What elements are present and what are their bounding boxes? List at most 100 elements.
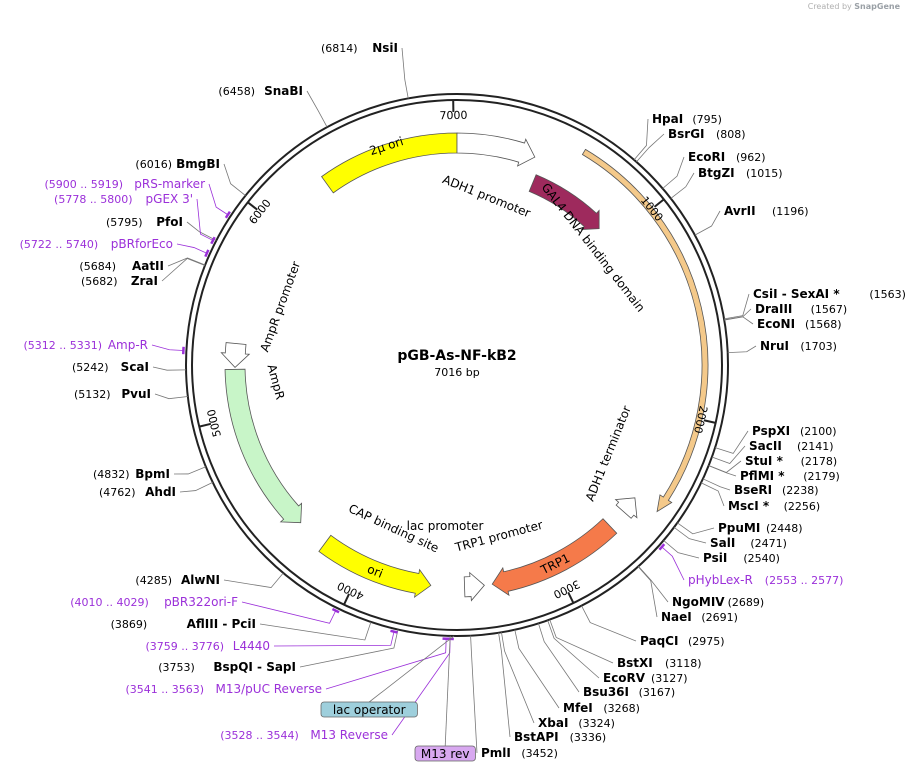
primer-leader (208, 183, 229, 216)
enzyme-sacii: SacII(2141) (749, 439, 834, 453)
trp1-feature (491, 518, 618, 597)
enzyme-leader (259, 621, 372, 641)
enzyme-name: PvuI (121, 387, 151, 401)
enzyme-leader (633, 118, 649, 161)
enzyme-name: MfeI (563, 701, 593, 715)
enzyme-position: (2100) (800, 425, 837, 438)
enzyme-position: (1196) (772, 205, 809, 218)
enzyme-name: SnaBI (264, 84, 303, 98)
gal4-dna-binding-domain-feature (528, 174, 600, 230)
enzyme-name: ZraI (131, 274, 158, 288)
tick-label: 3000 (551, 577, 582, 601)
insert-feature (581, 148, 709, 513)
enzyme-leader (538, 623, 580, 693)
m13-rev-box: M13 rev (414, 745, 476, 762)
enzyme-position: (6458) (218, 85, 255, 98)
enzyme-name: PsiI (703, 551, 727, 565)
enzyme-name: AatII (132, 259, 164, 273)
enzyme-name: AvrII (724, 204, 756, 218)
enzyme-leader (670, 172, 695, 199)
primer-name: pBRforEco (111, 237, 173, 251)
enzyme-position: (5684) (79, 260, 116, 273)
ampr-promoter-label: AmpR promoter (257, 259, 303, 353)
tick-label: 7000 (439, 109, 467, 122)
primer-name: M13 Reverse (310, 728, 388, 742)
primer-amp-r: Amp-R(5312 .. 5331) (23, 338, 148, 352)
enzyme-leader (708, 460, 742, 473)
primer-prs-marker: pRS-marker (5900 .. 5919) (44, 177, 205, 191)
enzyme-pfoi: PfoI(5795) (106, 215, 183, 229)
enzyme-position: (3869) (111, 618, 148, 631)
tick-mark (653, 198, 665, 208)
backbone-outer (185, 93, 729, 637)
enzyme-name: EcoRI (688, 150, 725, 164)
primer-leader (241, 601, 337, 624)
primer-pbr322ori-f: pBR322ori-F(4010 .. 4029) (70, 595, 238, 609)
enzyme-leader (152, 366, 187, 371)
enzyme-btgzi: BtgZI(1015) (698, 166, 783, 180)
primer-name: pGEX 3' (146, 192, 193, 206)
primer-leader (196, 198, 214, 241)
enzyme-leader (549, 619, 614, 664)
enzyme-leader (514, 629, 560, 709)
enzyme-position: (2448) (766, 522, 803, 535)
enzyme-position: (3336) (570, 731, 607, 744)
enzyme-leader (636, 133, 665, 163)
enzyme-position: (962) (736, 151, 766, 164)
primer-name: Amp-R (108, 338, 148, 352)
primer-name: pRS-marker (134, 177, 205, 191)
enzyme-name: EcoRV (603, 671, 646, 685)
ori-feature (318, 534, 432, 599)
primer-leader (391, 638, 451, 736)
primer-m13-puc-reverse: M13/pUC Reverse(3541 .. 3563) (125, 682, 322, 696)
enzyme-bstxi: BstXI(3118) (617, 656, 702, 670)
primer-mark (390, 629, 398, 634)
credit: Created by SnapGene (808, 2, 900, 11)
primer-position: (3759 .. 3776) (145, 640, 224, 653)
enzyme-position: (2179) (803, 470, 840, 483)
ampr-label: AmpR (264, 363, 287, 401)
enzyme-name: XbaI (538, 716, 568, 730)
tick-mark (247, 201, 258, 211)
enzyme-leader (401, 47, 409, 99)
primer-name: L4440 (233, 639, 270, 653)
enzyme-position: (2689) (728, 596, 765, 609)
enzyme-position: (4762) (99, 486, 136, 499)
enzyme-name: PmlI (481, 746, 511, 760)
primer-l4440: L4440 (3759 .. 3776) (145, 639, 270, 653)
enzyme-position: (5242) (72, 361, 109, 374)
adh1-terminator-label: ADH1 terminator (583, 404, 634, 504)
enzyme-pmli: PmlI(3452) (481, 746, 558, 760)
enzyme-leader (306, 90, 328, 128)
primer-mark (331, 607, 340, 614)
credit-prefix: Created by (807, 2, 852, 11)
enzyme-paqci: PaqCI(2975) (640, 634, 725, 648)
primer-position: (4010 .. 4029) (70, 596, 149, 609)
enzyme-name: AhdI (145, 485, 176, 499)
enzyme-name: BtgZI (698, 166, 735, 180)
enzyme-csii-sexai: CsiI - SexAI *(1563) (753, 287, 906, 301)
enzyme-leader (637, 566, 658, 618)
box-text: lac operator (333, 703, 406, 717)
primer-position: (3528 .. 3544) (220, 729, 299, 742)
enzyme-leader (547, 620, 600, 679)
label-layer: NsiI(6814)SnaBI(6458)BmgBI(6016)PfoI(579… (20, 41, 906, 762)
enzyme-leader (154, 393, 188, 400)
enzyme-position: (3127) (651, 672, 688, 685)
enzyme-name: BseRI (734, 483, 772, 497)
enzyme-msci: MscI *(2256) (728, 499, 820, 513)
enzyme-hpai: HpaI(795) (652, 112, 722, 126)
plasmid-name: pGB-As-NF-kB2 (397, 348, 516, 364)
enzyme-alwni: AlwNI(4285) (135, 573, 220, 587)
enzyme-name: MscI * (728, 499, 770, 513)
primer-position: (5900 .. 5919) (44, 178, 123, 191)
enzyme-position: (3118) (665, 657, 702, 670)
enzyme-naei: NaeI(2691) (661, 610, 738, 624)
enzyme-name: DraIII (755, 302, 792, 316)
lac-promoter-label: lac promoter (407, 519, 484, 533)
enzyme-position: (3753) (158, 661, 195, 674)
enzyme-bmgbi: BmgBI(6016) (135, 157, 220, 171)
enzyme-position: (5132) (74, 388, 111, 401)
tick-label: 2000 (691, 404, 710, 434)
primer-mark (658, 543, 666, 551)
